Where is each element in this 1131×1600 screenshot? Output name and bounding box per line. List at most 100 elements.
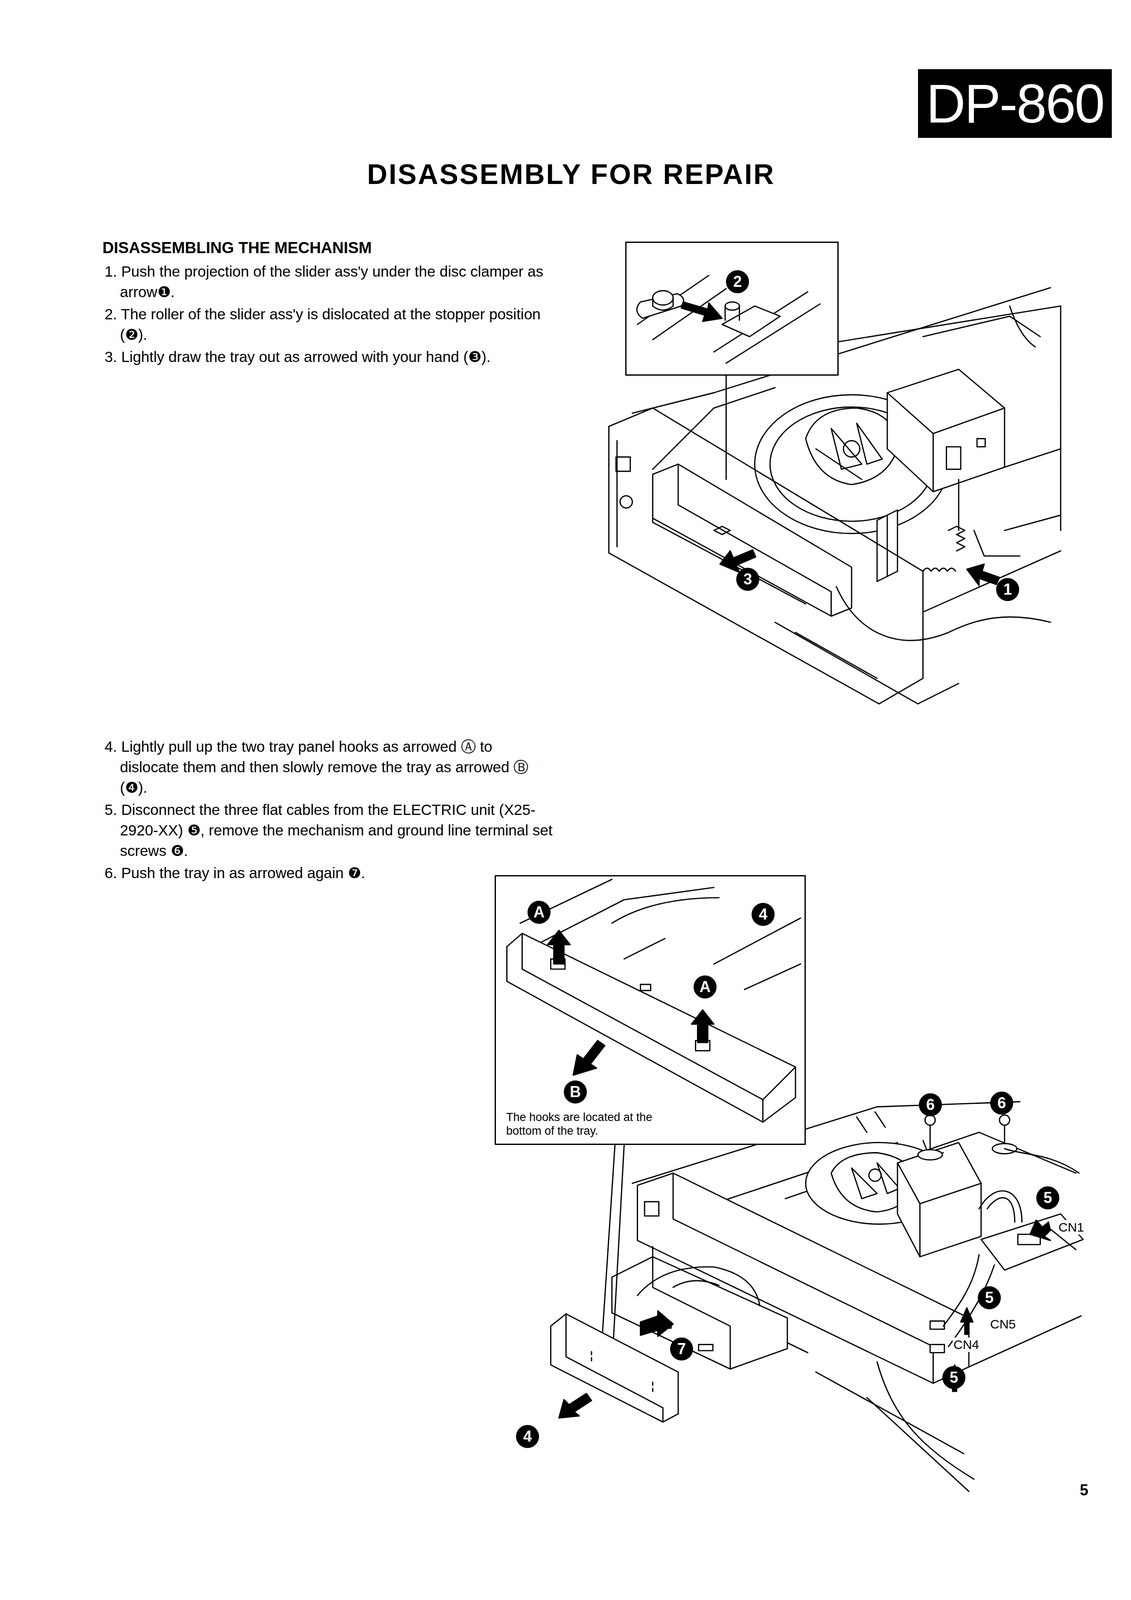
illustration-line bbox=[507, 932, 796, 1122]
callout-number: 3 bbox=[736, 567, 760, 591]
illustration-line bbox=[923, 550, 1062, 612]
chassis-drawing bbox=[612, 1101, 1084, 1492]
illustration-line bbox=[976, 438, 986, 447]
illustration-line bbox=[946, 446, 961, 470]
illustration-line bbox=[640, 984, 651, 991]
callout-number: 6 bbox=[990, 1091, 1014, 1115]
model-badge: DP-860 bbox=[918, 69, 1112, 138]
illustration-line bbox=[924, 1114, 936, 1126]
callout-number: A bbox=[527, 900, 551, 924]
illustration-line bbox=[868, 1168, 882, 1181]
section-heading: DISASSEMBLING THE MECHANISM bbox=[102, 239, 372, 257]
inset-box: 2 bbox=[625, 241, 839, 376]
inset-box: 4AABThe hooks are located at the bottom … bbox=[494, 874, 806, 1145]
illustration-line bbox=[1004, 1148, 1079, 1173]
illustration-line bbox=[887, 369, 1005, 492]
illustration-line bbox=[843, 440, 860, 457]
model-name: DP-860 bbox=[926, 76, 1104, 132]
illustration-line bbox=[866, 1397, 969, 1492]
illustration-line bbox=[640, 1310, 674, 1337]
illustration-line bbox=[550, 1313, 679, 1422]
illustration-line bbox=[652, 463, 852, 616]
illustration-line bbox=[1004, 515, 1061, 531]
illustration-line bbox=[620, 495, 633, 508]
illustration-line bbox=[652, 288, 726, 340]
callout-number: A bbox=[693, 975, 717, 999]
illustration-line bbox=[652, 1256, 731, 1369]
illustration-line bbox=[775, 622, 959, 704]
callout-number: 1 bbox=[996, 577, 1020, 601]
illustration-line bbox=[495, 876, 806, 1145]
illustration-line bbox=[626, 242, 839, 376]
connector-name: CN4 bbox=[952, 1337, 980, 1352]
callout-number: 5 bbox=[942, 1365, 966, 1389]
tray-panel-detail-drawing bbox=[507, 879, 801, 1123]
illustration-line bbox=[698, 1343, 713, 1350]
illustration-line bbox=[725, 301, 740, 310]
illustration-line bbox=[573, 1040, 605, 1075]
illustration-line bbox=[795, 632, 878, 679]
illustration-line bbox=[632, 392, 715, 414]
illustration-line bbox=[612, 897, 720, 924]
illustration-line bbox=[652, 297, 674, 311]
illustration-line bbox=[547, 929, 571, 964]
page-title: DISASSEMBLY FOR REPAIR bbox=[367, 157, 776, 191]
illustration-line bbox=[929, 1122, 931, 1151]
illustration-line bbox=[1060, 306, 1062, 409]
callout-number: 2 bbox=[725, 270, 750, 294]
illustration-line bbox=[744, 963, 801, 990]
instruction-step: 1. Push the projection of the slider ass… bbox=[104, 261, 553, 303]
illustration-line bbox=[1029, 1219, 1051, 1241]
callout-number: 4 bbox=[751, 902, 775, 926]
illustration-line bbox=[714, 526, 731, 535]
illustration-line bbox=[644, 1201, 659, 1216]
illustration-line bbox=[609, 426, 924, 704]
illustration-line bbox=[691, 1009, 715, 1043]
illustration-line bbox=[591, 1351, 653, 1393]
illustration-line bbox=[816, 1371, 964, 1454]
illustration-line bbox=[1009, 306, 1036, 347]
instruction-step: 5. Disconnect the three flat cables from… bbox=[104, 799, 553, 861]
illustration-line bbox=[678, 463, 831, 616]
callout-number: 6 bbox=[918, 1093, 942, 1117]
illustration-line bbox=[918, 1149, 943, 1160]
instruction-step: 2. The roller of the slider ass'y is dis… bbox=[104, 303, 553, 345]
illustration-line bbox=[637, 1266, 761, 1306]
callout-number: 5 bbox=[977, 1285, 1001, 1309]
illustration-line bbox=[943, 1254, 980, 1326]
illustration-line bbox=[615, 457, 630, 472]
leader-line bbox=[725, 375, 727, 480]
leader-line bbox=[612, 1144, 624, 1349]
illustration-line bbox=[973, 530, 1021, 557]
illustration-line bbox=[805, 408, 898, 485]
illustration-line bbox=[559, 1393, 592, 1418]
instruction-step: 4. Lightly pull up the two tray panel ho… bbox=[104, 736, 553, 798]
illustration-line bbox=[714, 291, 808, 352]
illustration-line bbox=[999, 1114, 1010, 1126]
removed-panel-drawing bbox=[550, 1313, 679, 1422]
illustration-line bbox=[966, 563, 1000, 586]
illustration-line bbox=[887, 392, 1005, 434]
illustration-line bbox=[897, 1142, 982, 1257]
note-text: The hooks are located at the bottom of t… bbox=[506, 1110, 677, 1138]
illustration-line bbox=[836, 586, 1051, 641]
illustration-line bbox=[923, 568, 956, 572]
illustration-line bbox=[725, 306, 740, 321]
illustration-line bbox=[762, 1066, 796, 1100]
illustration-line bbox=[886, 515, 889, 577]
callout-number: B bbox=[563, 1080, 587, 1104]
illustration-line bbox=[851, 1167, 878, 1199]
leader-line bbox=[601, 1144, 616, 1344]
illustration-line bbox=[673, 1280, 720, 1288]
illustration-line bbox=[968, 1315, 1082, 1367]
illustration-line bbox=[856, 423, 883, 465]
illustration-line bbox=[1060, 408, 1062, 531]
callout-number: 5 bbox=[1036, 1186, 1060, 1210]
illustration-line bbox=[623, 938, 665, 959]
callout-number: 7 bbox=[670, 1337, 694, 1361]
illustration-line bbox=[979, 1190, 1022, 1222]
illustration-line bbox=[652, 290, 674, 305]
connector-name: CN5 bbox=[989, 1316, 1017, 1332]
illustration-line bbox=[987, 1197, 1015, 1222]
